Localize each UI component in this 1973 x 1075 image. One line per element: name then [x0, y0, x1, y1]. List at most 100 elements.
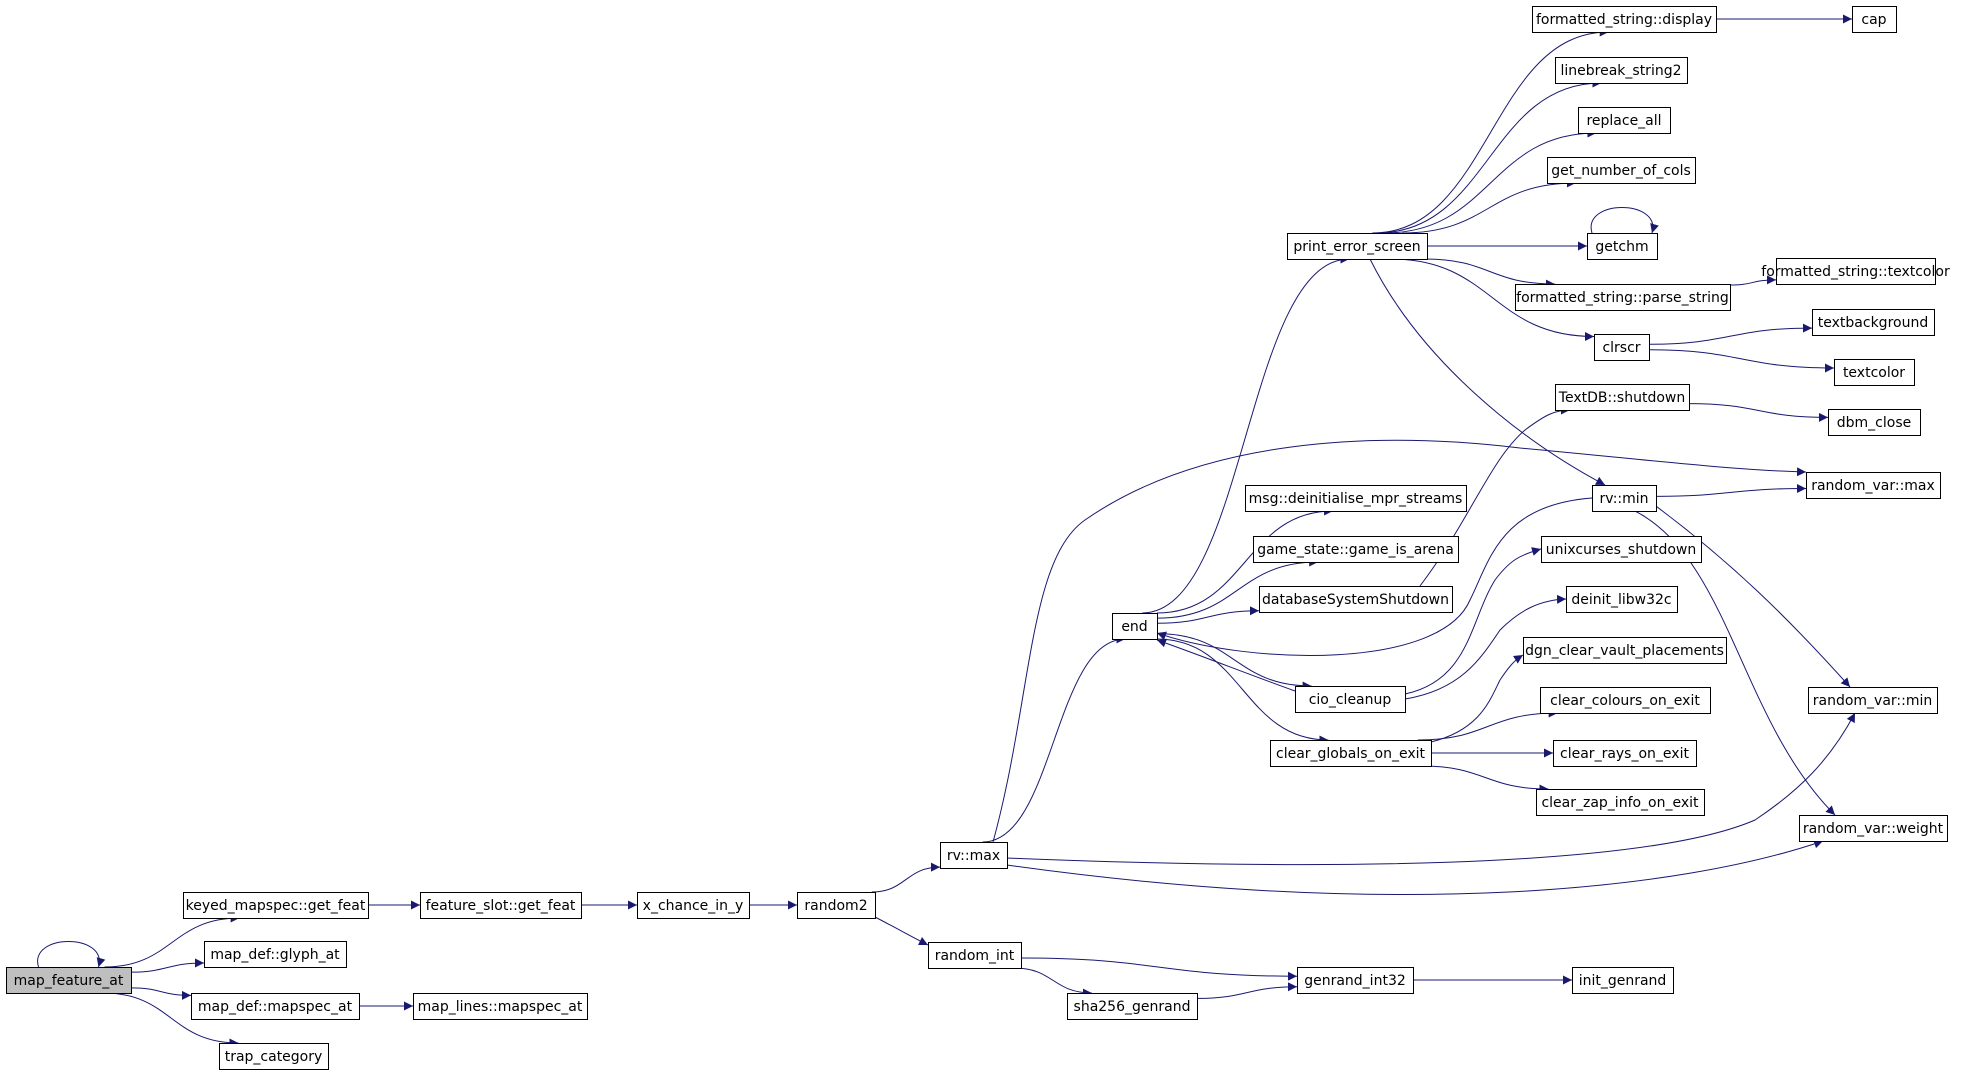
node-x_chance[interactable]: x_chance_in_y: [637, 892, 750, 919]
node-box: [1555, 57, 1688, 84]
node-dbm_close[interactable]: dbm_close: [1828, 409, 1921, 436]
node-db_shutdown[interactable]: databaseSystemShutdown: [1259, 586, 1453, 613]
node-label: random_var::weight: [1803, 821, 1944, 837]
node-label: random_var::min: [1813, 693, 1933, 709]
edge-print_error_screen-to-parse_string: [1424, 258, 1555, 289]
edge-sha256-to-genrand_int32: [1196, 982, 1298, 999]
edge-random_int-to-genrand_int32: [1020, 957, 1298, 981]
node-random2[interactable]: random2: [797, 892, 876, 919]
node-label: map_lines::mapspec_at: [418, 999, 583, 1015]
node-label: x_chance_in_y: [643, 898, 744, 914]
node-clear_zap[interactable]: clear_zap_info_on_exit: [1536, 789, 1705, 816]
node-genrand_int32[interactable]: genrand_int32: [1297, 967, 1414, 994]
node-label: cap: [1861, 12, 1886, 28]
node-clear_globals[interactable]: clear_globals_on_exit: [1270, 740, 1432, 767]
node-label: databaseSystemShutdown: [1262, 592, 1449, 608]
node-game_is_arena[interactable]: game_state::game_is_arena: [1253, 536, 1459, 563]
node-textdb_shutdown[interactable]: TextDB::shutdown: [1555, 384, 1690, 411]
edge-map_feature_at-to-map_feature_at: [37, 941, 106, 968]
node-cap[interactable]: cap: [1852, 6, 1897, 33]
node-sha256[interactable]: sha256_genrand: [1067, 993, 1198, 1020]
node-map_feature_at[interactable]: map_feature_at: [6, 967, 132, 994]
node-clrscr[interactable]: clrscr: [1594, 334, 1650, 361]
node-label: map_feature_at: [14, 973, 124, 989]
node-fs_textcolor[interactable]: formatted_string::textcolor: [1761, 258, 1950, 285]
node-label: linebreak_string2: [1561, 63, 1682, 79]
node-box: [1067, 993, 1198, 1020]
node-label: TextDB::shutdown: [1558, 390, 1685, 406]
node-label: init_genrand: [1579, 973, 1667, 989]
node-textcolor[interactable]: textcolor: [1834, 359, 1915, 386]
node-box: [1245, 485, 1467, 512]
node-box: [1852, 6, 1897, 33]
node-box: [191, 993, 360, 1020]
edge-clrscr-to-textbackground: [1648, 323, 1813, 345]
node-print_error_screen[interactable]: print_error_screen: [1287, 233, 1428, 260]
node-end[interactable]: end: [1112, 613, 1158, 640]
node-cio_cleanup[interactable]: cio_cleanup: [1295, 686, 1406, 713]
node-label: deinit_libw32c: [1571, 592, 1671, 608]
edge-end-to-clear_globals: [1156, 638, 1329, 745]
node-glyph_at[interactable]: map_def::glyph_at: [204, 941, 347, 968]
node-lines_mapspec_at[interactable]: map_lines::mapspec_at: [413, 993, 588, 1020]
node-random_int[interactable]: random_int: [928, 942, 1022, 969]
node-linebreak[interactable]: linebreak_string2: [1555, 57, 1688, 84]
node-random_var_min[interactable]: random_var::min: [1808, 687, 1938, 714]
edge-end-to-print_error_screen: [1142, 254, 1350, 614]
edge-print_error_screen-to-clrscr: [1391, 258, 1595, 341]
node-box: [1776, 258, 1936, 285]
node-box: [1828, 409, 1921, 436]
node-label: clear_rays_on_exit: [1560, 746, 1689, 762]
node-label: textbackground: [1818, 315, 1928, 331]
node-box: [1572, 967, 1674, 994]
edge-print_error_screen-to-linebreak: [1376, 78, 1602, 234]
node-box: [1547, 157, 1696, 184]
edge-rv_min-to-random_var_max: [1655, 483, 1807, 497]
node-get_cols[interactable]: get_number_of_cols: [1547, 157, 1696, 184]
edge-print_error_screen-to-replace_all: [1384, 128, 1597, 234]
node-fs_display[interactable]: formatted_string::display: [1532, 6, 1717, 33]
node-label: replace_all: [1586, 113, 1661, 129]
node-box: [1259, 586, 1453, 613]
edge-map_feature_at-to-keyed_get_feat: [104, 913, 240, 968]
node-keyed_get_feat[interactable]: keyed_mapspec::get_feat: [183, 892, 369, 919]
node-label: formatted_string::display: [1536, 12, 1712, 28]
edge-print_error_screen-to-fs_display: [1372, 27, 1609, 234]
node-box: [940, 842, 1008, 869]
node-replace_all[interactable]: replace_all: [1578, 107, 1671, 134]
node-clear_colours[interactable]: clear_colours_on_exit: [1540, 687, 1711, 714]
node-textbackground[interactable]: textbackground: [1812, 309, 1935, 336]
node-label: rv::max: [947, 848, 1000, 864]
node-box: [6, 967, 132, 994]
edge-print_error_screen-to-get_cols: [1402, 178, 1576, 234]
node-init_genrand[interactable]: init_genrand: [1572, 967, 1674, 994]
edge-map_feature_at-to-glyph_at: [130, 958, 205, 973]
node-box: [420, 892, 582, 919]
node-box: [1515, 284, 1731, 311]
node-label: get_number_of_cols: [1551, 163, 1691, 179]
node-deinit_libw32c[interactable]: deinit_libw32c: [1566, 586, 1678, 613]
node-label: game_state::game_is_arena: [1257, 542, 1454, 558]
edge-rv_max-to-random_var_min: [1006, 712, 1856, 866]
node-rv_max[interactable]: rv::max: [940, 842, 1008, 869]
node-dgn_clear_vault[interactable]: dgn_clear_vault_placements: [1523, 637, 1727, 664]
node-box: [1553, 740, 1697, 767]
node-trap_category[interactable]: trap_category: [219, 1043, 329, 1070]
node-random_var_max[interactable]: random_var::max: [1806, 472, 1941, 499]
node-parse_string[interactable]: formatted_string::parse_string: [1515, 284, 1731, 311]
node-random_var_weight[interactable]: random_var::weight: [1799, 815, 1948, 842]
node-getchm[interactable]: getchm: [1587, 233, 1658, 260]
node-label: map_def::glyph_at: [210, 947, 340, 963]
node-clear_rays[interactable]: clear_rays_on_exit: [1553, 740, 1697, 767]
node-unixcurses[interactable]: unixcurses_shutdown: [1541, 536, 1702, 563]
node-rv_min[interactable]: rv::min: [1592, 485, 1657, 512]
node-box: [1541, 536, 1702, 563]
node-mapspec_at[interactable]: map_def::mapspec_at: [191, 993, 360, 1020]
node-box: [1270, 740, 1432, 767]
edge-rv_max-to-random_var_weight: [1006, 839, 1824, 895]
node-msg_deinit[interactable]: msg::deinitialise_mpr_streams: [1245, 485, 1467, 512]
node-box: [1536, 789, 1705, 816]
node-label: trap_category: [225, 1049, 323, 1065]
node-slot_get_feat[interactable]: feature_slot::get_feat: [420, 892, 582, 919]
